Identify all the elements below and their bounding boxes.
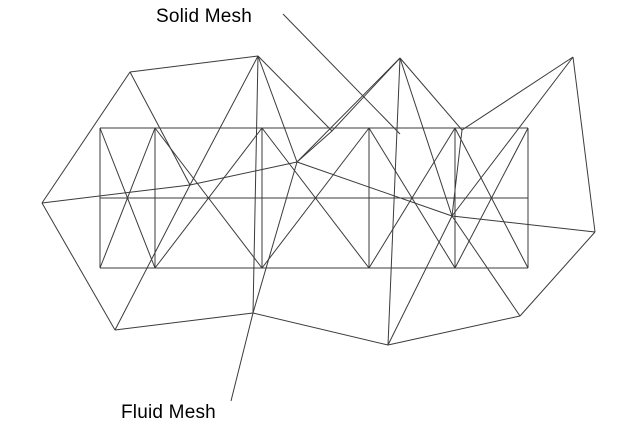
solid-mesh-line bbox=[368, 127, 456, 269]
fluid-mesh-line bbox=[189, 161, 298, 186]
solid-mesh-line bbox=[261, 127, 370, 269]
fluid-mesh-line bbox=[387, 215, 453, 346]
fluid-mesh-line bbox=[399, 57, 453, 217]
fluid-mesh-line bbox=[114, 184, 191, 331]
fluid-mesh-line bbox=[387, 315, 521, 346]
solid-mesh-line bbox=[99, 127, 156, 269]
fluid-mesh-line bbox=[41, 202, 116, 331]
fluid-mesh-line bbox=[296, 57, 401, 163]
fluid-mesh-line bbox=[451, 129, 463, 217]
fluid-mesh-line bbox=[387, 57, 401, 346]
fluid-mesh-line bbox=[519, 231, 596, 317]
fluid-mesh-line bbox=[296, 130, 333, 163]
fluid-mesh-line bbox=[296, 161, 453, 217]
fluid-mesh-line bbox=[451, 215, 596, 233]
fluid-mesh-line bbox=[41, 184, 191, 204]
solid-mesh-label: Solid Mesh bbox=[156, 6, 252, 27]
fluid-mesh-line bbox=[41, 71, 131, 204]
fluid-mesh-line bbox=[451, 215, 521, 317]
fluid-mesh-line bbox=[129, 71, 191, 186]
fluid-mesh-line bbox=[252, 312, 389, 346]
fluid-mesh-line bbox=[399, 57, 463, 131]
fluid-mesh-line bbox=[257, 55, 298, 163]
fluid-mesh-line bbox=[257, 55, 333, 132]
fluid-mesh-line bbox=[252, 55, 259, 314]
fluid-mesh-line bbox=[129, 55, 259, 73]
fluid-mesh-label: Fluid Mesh bbox=[121, 402, 216, 423]
solid-mesh-line bbox=[154, 127, 263, 269]
fluid-mesh-line bbox=[114, 312, 254, 331]
fluid-mesh-line bbox=[461, 56, 574, 131]
fluid-mesh-line bbox=[252, 161, 298, 314]
solid-mesh-line bbox=[454, 127, 529, 269]
fluid-mesh-line bbox=[451, 56, 574, 217]
fluid-mesh-leader bbox=[230, 312, 254, 402]
solid-mesh-leader bbox=[282, 13, 401, 135]
fluid-mesh-line bbox=[189, 55, 259, 186]
fluid-mesh-line bbox=[331, 57, 401, 132]
fluid-mesh-line bbox=[572, 56, 596, 233]
